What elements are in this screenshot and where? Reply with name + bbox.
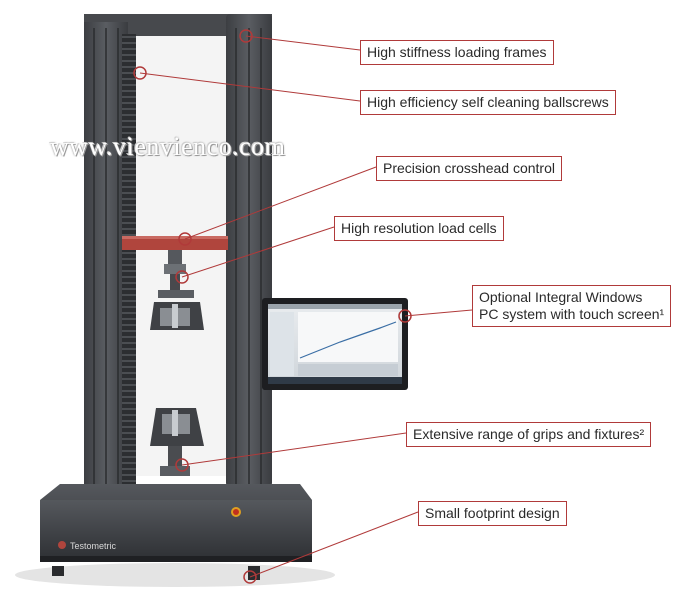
callout-label: Extensive range of grips and fixtures² (413, 426, 645, 442)
callout-grips: Extensive range of grips and fixtures² (406, 422, 652, 447)
top-beam (84, 14, 272, 36)
watermark-text: www.vienvienco.com (50, 132, 286, 161)
brand-logo-mark (58, 541, 66, 549)
callout-label: High efficiency self cleaning ballscrews (367, 94, 609, 110)
leader-lines (139, 35, 473, 578)
crosshead (122, 236, 228, 250)
brand-logo-text: Testometric (70, 541, 117, 551)
load-cell (168, 250, 182, 268)
callout-pc-system: Optional Integral Windows PC system with… (472, 285, 672, 327)
callout-load-cells: High resolution load cells (334, 216, 504, 241)
callout-label-line-1: Optional Integral Windows (479, 289, 643, 305)
callout-label: Precision crosshead control (383, 160, 555, 176)
left-ballscrew (122, 34, 136, 484)
callout-loading-frames: High stiffness loading frames (360, 40, 554, 65)
callout-label: High stiffness loading frames (367, 44, 547, 60)
callout-ballscrews: High efficiency self cleaning ballscrews (360, 90, 616, 115)
upper-grip (158, 290, 194, 298)
callout-label: High resolution load cells (341, 220, 497, 236)
callout-label-line-2: PC system with touch screen¹ (479, 306, 665, 322)
callout-markers (133, 29, 412, 584)
callout-footprint: Small footprint design (418, 501, 567, 526)
callout-crosshead: Precision crosshead control (376, 156, 562, 181)
callout-label: Small footprint design (425, 505, 560, 521)
